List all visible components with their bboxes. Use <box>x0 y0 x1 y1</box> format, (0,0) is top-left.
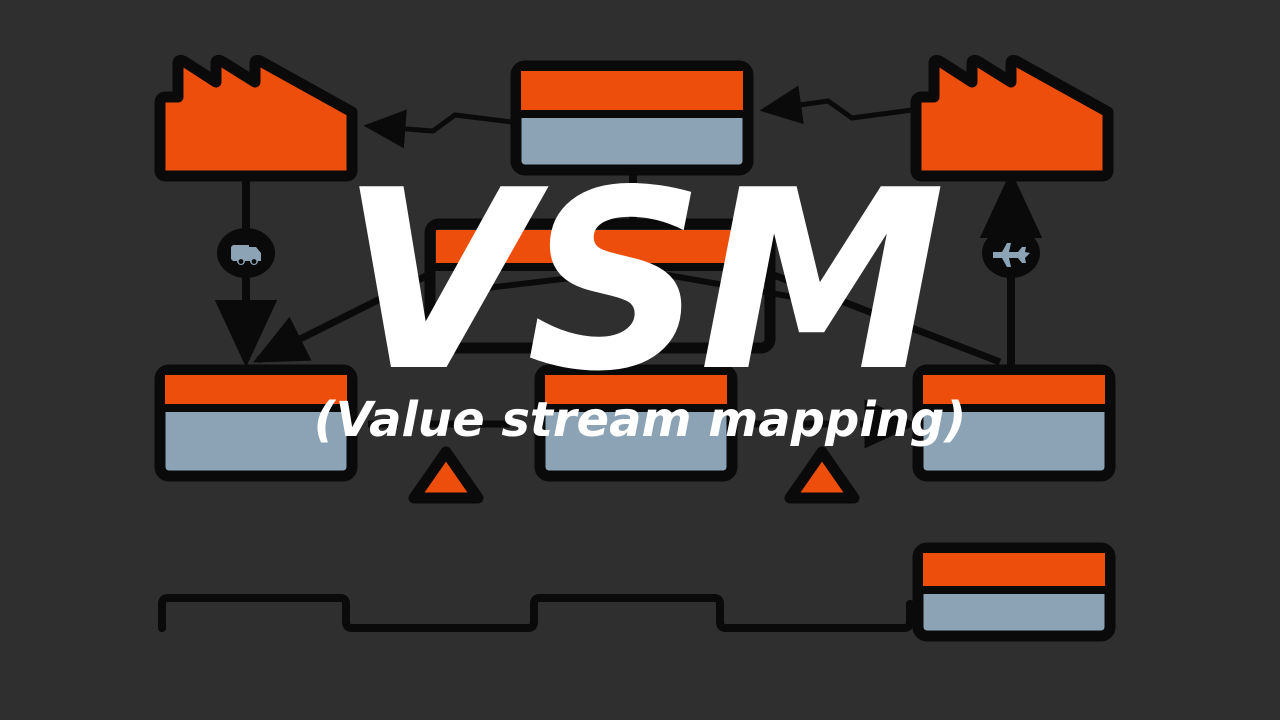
inventory-right <box>784 446 860 504</box>
diagonal-flow-left <box>252 268 436 364</box>
diagonal-flow-right <box>764 268 1002 366</box>
lead-time-ladder <box>158 594 914 632</box>
diagonal-flow-inner-left <box>469 269 623 293</box>
process-bottom-left <box>154 364 358 482</box>
airplane-icon <box>982 228 1040 278</box>
process-bottom-right <box>912 364 1116 482</box>
supplier-factory <box>154 54 358 182</box>
inventory-left <box>408 446 484 504</box>
process-lower-right <box>912 542 1116 642</box>
process-middle-center <box>424 218 776 354</box>
diagonal-flow-inner-right <box>649 269 811 303</box>
truck-icon <box>217 228 275 278</box>
process-bottom-center <box>534 364 738 482</box>
production-control-box <box>510 60 754 176</box>
customer-factory <box>910 54 1114 182</box>
electronic-flow-left <box>363 109 513 149</box>
electronic-flow-right <box>759 85 913 125</box>
